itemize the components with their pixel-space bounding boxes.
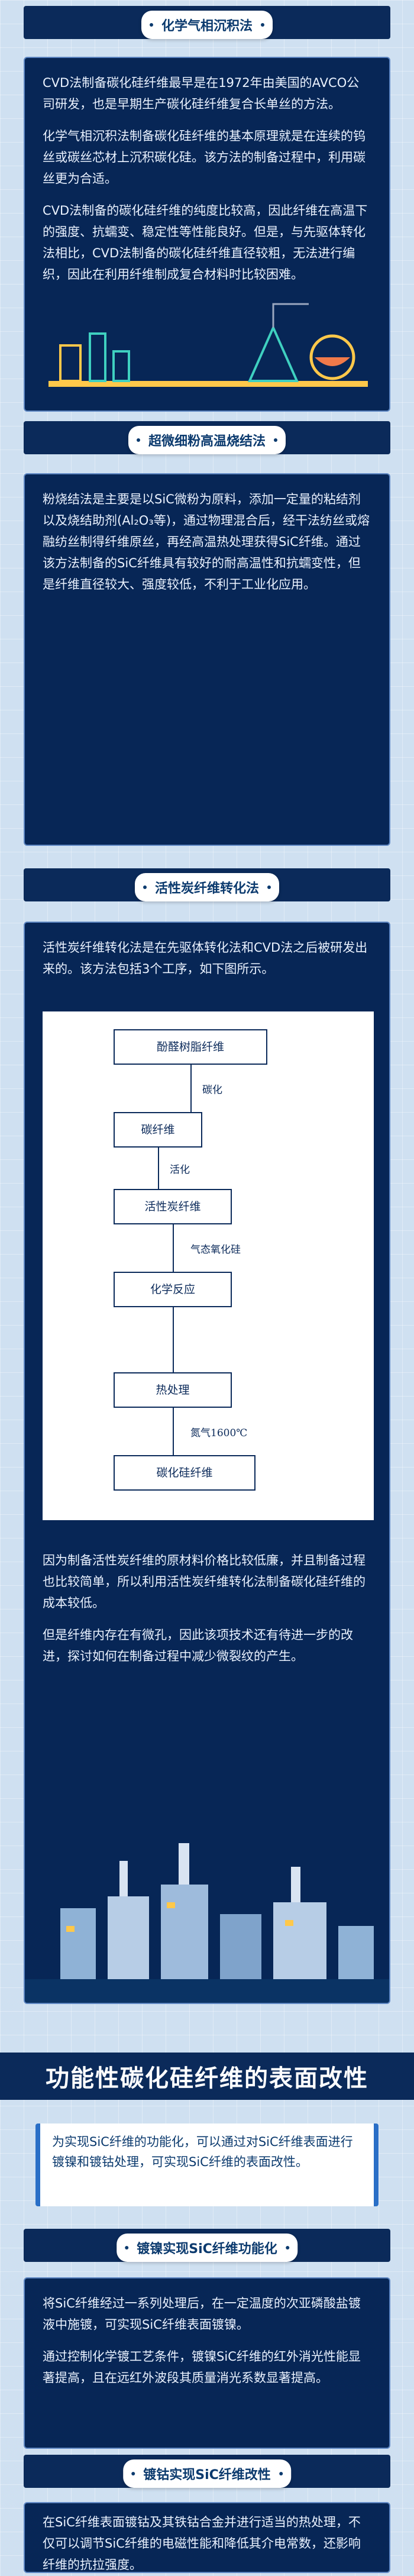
cvd-paragraph-1: CVD法制备碳化硅纤维最早是在1972年由美国的AVCO公司研发，也是早期生产碳… xyxy=(43,76,360,111)
flow-label-silicon-oxide: 气态氧化硅 xyxy=(190,1244,241,1256)
lab-equipment-illustration xyxy=(48,303,368,387)
cvd-paragraph-3: CVD法制备的碳化硅纤维的纯度比较高，因此纤维在高温下的强度、抗蠕变、稳定性等性… xyxy=(43,203,368,282)
activated-carbon-intro: 活性炭纤维转化法是在先驱体转化法和CVD法之后被研发出来的。该方法包括3个工序，… xyxy=(43,940,368,976)
subsection-title-cobalt: 镀钴实现SiC纤维改性 xyxy=(123,2459,291,2488)
cvd-card: CVD法制备碳化硅纤维最早是在1972年由美国的AVCO公司研发，也是早期生产碳… xyxy=(24,57,390,412)
section-title-cvd: 化学气相沉积法 xyxy=(141,11,273,39)
activated-carbon-paragraph-1: 因为制备活性炭纤维的原材料价格比较低廉，并且制备过程也比较简单，所以利用活性炭纤… xyxy=(43,1553,366,1610)
main-title: 功能性碳化硅纤维的表面改性 xyxy=(0,2053,414,2100)
flow-box-carbon-fiber: 碳纤维 xyxy=(114,1112,202,1148)
flow-connector xyxy=(173,1224,174,1272)
flow-box-chemical-reaction: 化学反应 xyxy=(114,1272,232,1307)
cobalt-card: 在SiC纤维表面镀钴及其铁钴合金并进行适当的热处理，不仅可以调节SiC纤维的电磁… xyxy=(24,2502,390,2573)
cobalt-paragraph-1: 在SiC纤维表面镀钴及其铁钴合金并进行适当的热处理，不仅可以调节SiC纤维的电磁… xyxy=(43,2515,361,2572)
cvd-paragraph-2: 化学气相沉积法制备碳化硅纤维的基本原理就是在连续的钨丝或碳丝芯材上沉积碳化硅。该… xyxy=(43,129,366,186)
flow-label-carbonization: 碳化 xyxy=(202,1084,222,1096)
activated-carbon-card: 活性炭纤维转化法是在先驱体转化法和CVD法之后被研发出来的。该方法包括3个工序，… xyxy=(24,922,390,2004)
nickel-paragraph-2: 通过控制化学镀工艺条件，镀镍SiC纤维的红外消光性能显著提高，且在远红外波段其质… xyxy=(43,2349,361,2385)
flow-label-nitrogen: 氮气1600℃ xyxy=(190,1427,248,1439)
flow-box-heat-treatment: 热处理 xyxy=(114,1372,232,1408)
flow-box-sic-fiber: 碳化硅纤维 xyxy=(114,1455,255,1491)
flow-label-activation: 活化 xyxy=(170,1164,190,1176)
activated-carbon-paragraph-2: 但是纤维内存在有微孔，因此该项技术还有待进一步的改进，探讨如何在制备过程中减少微… xyxy=(43,1628,353,1663)
section-title-sintering: 超微细粉高温烧结法 xyxy=(128,426,286,454)
flow-box-activated-carbon: 活性炭纤维 xyxy=(114,1189,232,1224)
flow-connector xyxy=(158,1148,159,1189)
flow-box-phenolic: 酚醛树脂纤维 xyxy=(114,1029,267,1065)
subsection-title-nickel: 镀镍实现SiC纤维功能化 xyxy=(117,2234,297,2262)
flow-connector xyxy=(173,1408,174,1455)
factory-illustration xyxy=(25,1843,389,2003)
sintering-paragraph-1: 粉烧结法是主要是以SiC微粉为原料，添加一定量的粘结剂以及烧结助剂(Al₂O₃等… xyxy=(43,492,370,592)
nickel-card: 将SiC纤维经过一系列处理后，在一定温度的次亚磷酸盐镀液中施镀，可实现SiC纤维… xyxy=(24,2277,390,2449)
flow-connector xyxy=(190,1065,192,1112)
flow-diagram: 酚醛树脂纤维 碳化 碳纤维 活化 活性炭纤维 气态氧化硅 化学反应 热处理 氮气… xyxy=(43,1011,374,1520)
flow-connector xyxy=(173,1307,174,1372)
section-title-activated-carbon: 活性炭纤维转化法 xyxy=(134,873,280,901)
nickel-paragraph-1: 将SiC纤维经过一系列处理后，在一定温度的次亚磷酸盐镀液中施镀，可实现SiC纤维… xyxy=(43,2296,361,2332)
main-intro-card: 为实现SiC纤维的功能化，可以通过对SiC纤维表面进行镀镍和镀钴处理，可实现Si… xyxy=(35,2123,379,2206)
sintering-card: 粉烧结法是主要是以SiC微粉为原料，添加一定量的粘结剂以及烧结助剂(Al₂O₃等… xyxy=(24,473,390,846)
